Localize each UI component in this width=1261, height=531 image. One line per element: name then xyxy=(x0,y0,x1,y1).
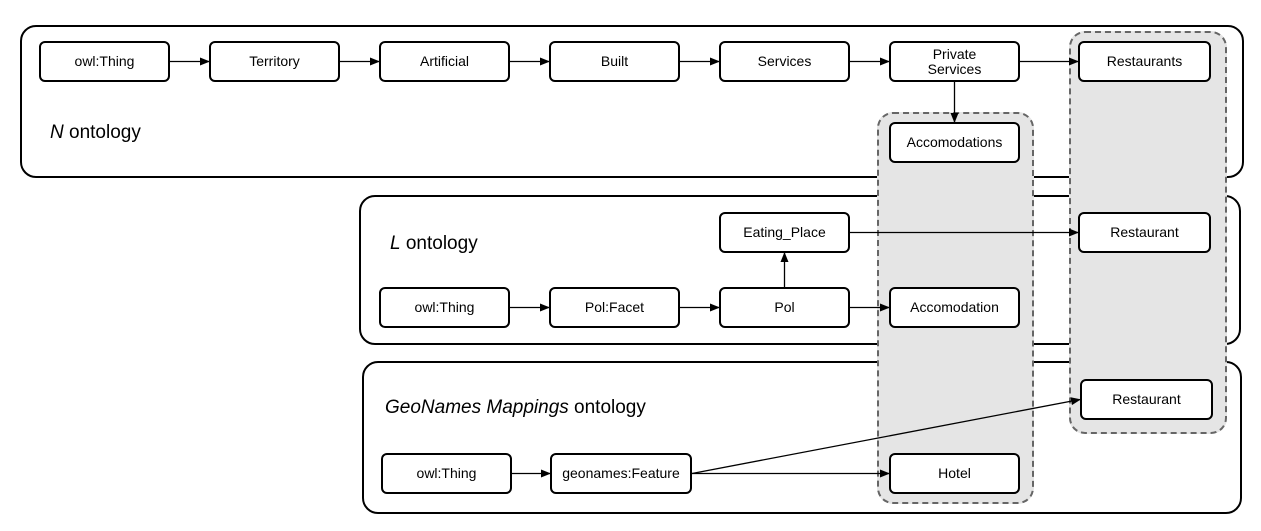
hotel-node[interactable]: Hotel xyxy=(889,453,1020,494)
accomodation-node[interactable]: Accomodation xyxy=(889,287,1020,328)
n-owl-thing-node[interactable]: owl:Thing xyxy=(39,41,170,82)
pol-node[interactable]: Pol xyxy=(719,287,850,328)
restaurants-node[interactable]: Restaurants xyxy=(1078,41,1211,82)
n-ontology-label: N ontology xyxy=(50,122,141,143)
l-restaurant-node[interactable]: Restaurant xyxy=(1078,212,1211,253)
g-owl-thing-node[interactable]: owl:Thing xyxy=(381,453,512,494)
accomodations-node[interactable]: Accomodations xyxy=(889,122,1020,163)
geonames-mappings-ontology-label: GeoNames Mappings ontology xyxy=(385,397,646,418)
eating-place-node[interactable]: Eating_Place xyxy=(719,212,850,253)
territory-node[interactable]: Territory xyxy=(209,41,340,82)
geonames-feature-node[interactable]: geonames:Feature xyxy=(550,453,692,494)
built-node[interactable]: Built xyxy=(549,41,680,82)
artificial-node[interactable]: Artificial xyxy=(379,41,510,82)
geonames-restaurant-node[interactable]: Restaurant xyxy=(1080,379,1213,420)
private-services-node[interactable]: Private Services xyxy=(889,41,1020,82)
l-owl-thing-node[interactable]: owl:Thing xyxy=(379,287,510,328)
services-node[interactable]: Services xyxy=(719,41,850,82)
l-ontology-label: L ontology xyxy=(390,233,478,254)
pol-facet-node[interactable]: Pol:Facet xyxy=(549,287,680,328)
